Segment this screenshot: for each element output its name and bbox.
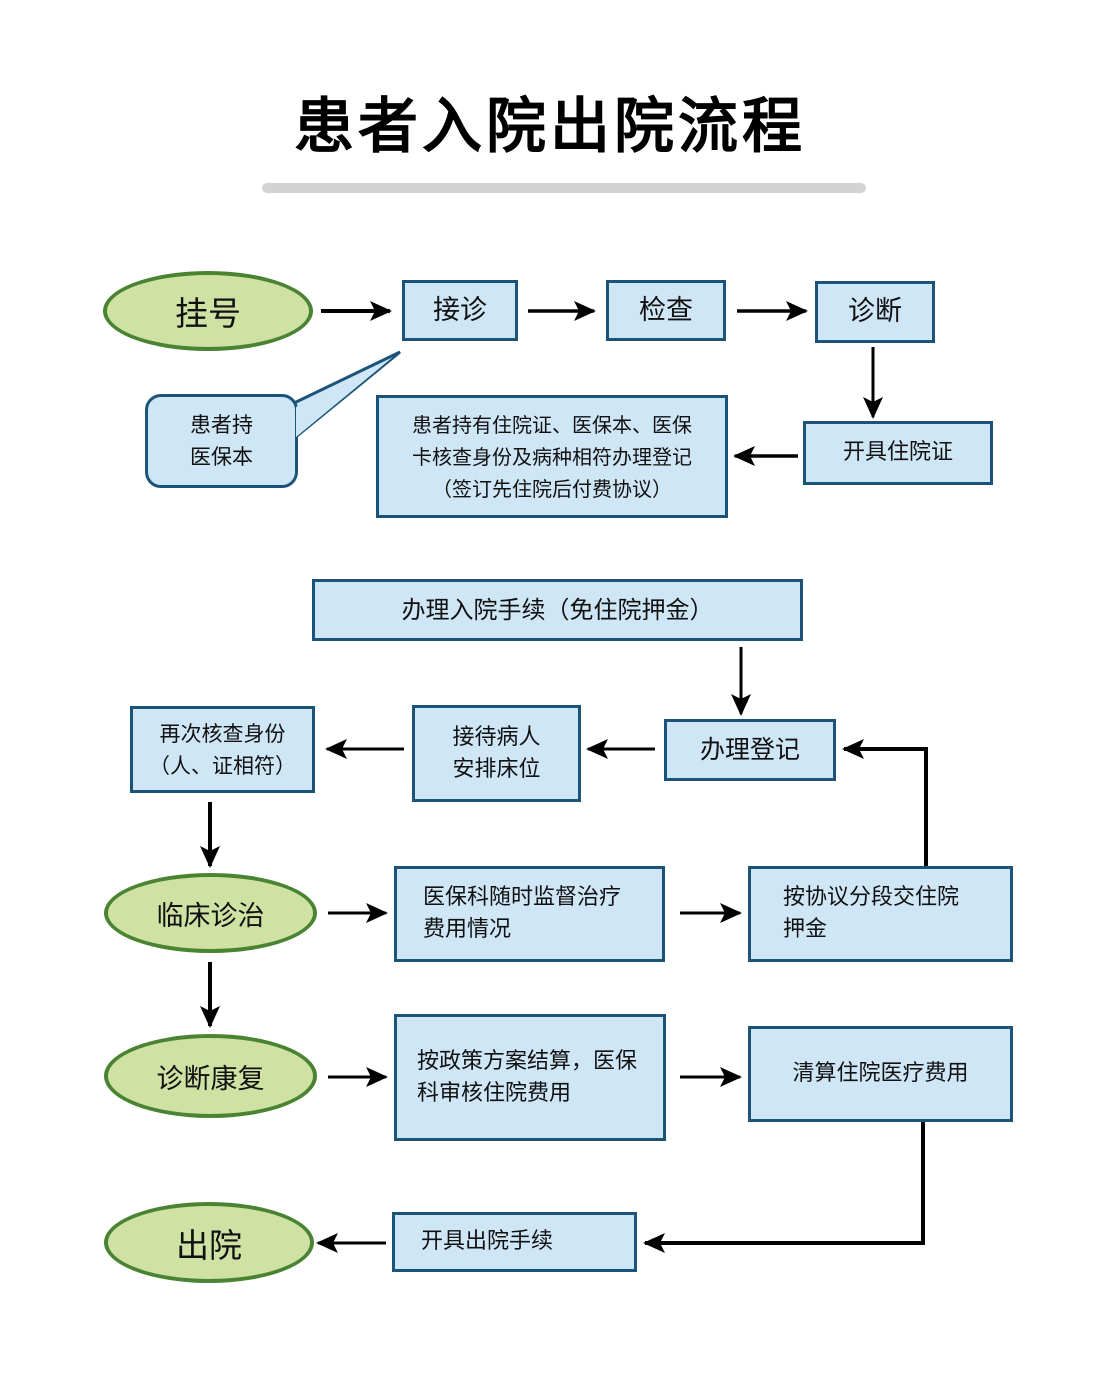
callout-note: 患者持 医保本 — [145, 394, 298, 488]
node-label: 按政策方案结算，医保 科审核住院费用 — [417, 1048, 638, 1106]
node-label: 接待病人 安排床位 — [452, 724, 541, 782]
node-label: 按协议分段交住院 押金 — [783, 885, 960, 942]
node-label: 诊断康复 — [156, 1063, 265, 1095]
node-insurance-monitor: 医保科随时监督治疗 费用情况 — [394, 866, 665, 962]
node-label: 出院 — [176, 1225, 242, 1265]
node-recheck-identity: 再次核查身份 （人、证相符） — [130, 706, 315, 793]
node-label: 挂号 — [175, 294, 241, 333]
node-label: 清算住院医疗费用 — [792, 1061, 969, 1086]
title-divider — [262, 183, 866, 193]
page-title: 患者入院出院流程 — [294, 92, 806, 162]
node-clinical-treatment: 临床诊治 — [104, 873, 317, 953]
node-diagnosis-recovery: 诊断康复 — [104, 1034, 317, 1118]
node-settle-costs: 清算住院医疗费用 — [748, 1026, 1013, 1122]
node-label: 检查 — [639, 294, 693, 326]
arrow-deposit-to-handle — [842, 739, 928, 866]
node-label: 临床诊治 — [156, 900, 265, 932]
callout-label: 患者持 医保本 — [190, 413, 253, 469]
node-staged-deposit: 按协议分段交住院 押金 — [748, 866, 1013, 962]
node-label: 开具出院手续 — [421, 1229, 554, 1254]
node-label: 办理入院手续（免住院押金） — [401, 596, 714, 624]
arrow-costs-to-discharge-procedure — [643, 1122, 925, 1253]
node-receive-patient: 接待病人 安排床位 — [412, 705, 581, 802]
node-diagnosis: 诊断 — [815, 281, 935, 343]
node-label: 诊断 — [848, 296, 902, 327]
node-discharge-procedure: 开具出院手续 — [392, 1212, 637, 1272]
node-label: 患者持有住院证、医保本、医保 卡核查身份及病种相符办理登记 （签订先住院后付费协… — [412, 412, 692, 501]
node-verify-register: 患者持有住院证、医保本、医保 卡核查身份及病种相符办理登记 （签订先住院后付费协… — [376, 395, 728, 518]
node-issue-admission-cert: 开具住院证 — [803, 421, 993, 485]
node-discharge: 出院 — [104, 1202, 314, 1283]
node-examination: 检查 — [606, 280, 726, 341]
node-policy-settlement: 按政策方案结算，医保 科审核住院费用 — [394, 1014, 666, 1141]
node-label: 再次核查身份 （人、证相符） — [149, 721, 296, 778]
node-label: 医保科随时监督治疗 费用情况 — [423, 885, 622, 942]
node-registration: 挂号 — [103, 271, 313, 351]
node-handle-registration: 办理登记 — [664, 719, 836, 781]
node-label: 办理登记 — [699, 735, 800, 764]
node-label: 接诊 — [433, 294, 487, 326]
node-admission-procedure: 办理入院手续（免住院押金） — [312, 579, 803, 641]
node-label: 开具住院证 — [842, 440, 953, 465]
node-reception: 接诊 — [402, 280, 518, 341]
